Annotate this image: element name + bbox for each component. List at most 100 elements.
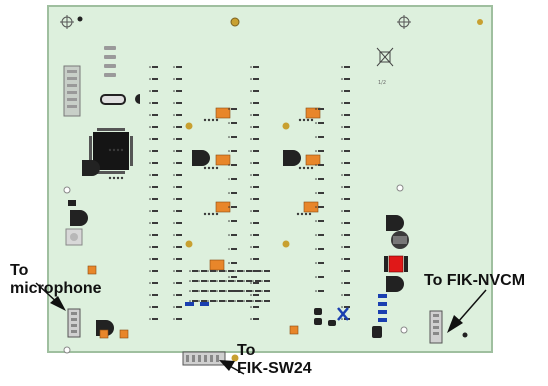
passive-component bbox=[176, 318, 182, 320]
passive-component bbox=[253, 90, 259, 92]
passive-pin bbox=[315, 164, 317, 166]
passive-component bbox=[152, 114, 158, 116]
via-dot bbox=[203, 212, 207, 216]
passive-component bbox=[176, 114, 182, 116]
passive-component bbox=[152, 90, 158, 92]
passive-component bbox=[344, 210, 350, 212]
passive-pin bbox=[250, 138, 252, 140]
blue-diode bbox=[337, 307, 349, 321]
passive-component bbox=[231, 122, 237, 124]
red-component bbox=[388, 255, 404, 273]
passive-pin bbox=[198, 290, 200, 292]
passive-component bbox=[253, 78, 259, 80]
passive-component bbox=[152, 66, 158, 68]
passive-component bbox=[152, 222, 158, 224]
passive-component bbox=[253, 222, 259, 224]
passive-pin bbox=[173, 270, 175, 272]
passive-pin bbox=[341, 162, 343, 164]
passive-pin bbox=[341, 66, 343, 68]
passive-pin bbox=[207, 300, 209, 302]
via-dot bbox=[120, 148, 124, 152]
via-dot bbox=[116, 176, 120, 180]
passive-component bbox=[152, 246, 158, 248]
passive-pin bbox=[228, 206, 230, 208]
passive-component bbox=[344, 90, 350, 92]
passive-component bbox=[264, 280, 270, 282]
passive-component bbox=[344, 138, 350, 140]
passive-pin bbox=[341, 210, 343, 212]
passive-pin bbox=[250, 258, 252, 260]
passive-component bbox=[264, 270, 270, 272]
passive-pin bbox=[173, 258, 175, 260]
gold-pad bbox=[185, 122, 290, 362]
passive-pin bbox=[315, 220, 317, 222]
passive-component bbox=[201, 290, 207, 292]
passive-pin bbox=[216, 270, 218, 272]
passive-component bbox=[152, 210, 158, 212]
passive-pin bbox=[189, 300, 191, 302]
passive-pin bbox=[173, 306, 175, 308]
passive-component bbox=[210, 280, 216, 282]
passive-pin bbox=[250, 102, 252, 104]
dark-capacitor bbox=[68, 200, 382, 338]
gold-pad-top-right bbox=[477, 19, 483, 25]
silkscreen-marking: 1/2 bbox=[378, 80, 386, 86]
passive-component bbox=[318, 220, 324, 222]
via-dot bbox=[211, 166, 215, 170]
passive-pin bbox=[250, 294, 252, 296]
passive-pin bbox=[243, 300, 245, 302]
passive-pin bbox=[341, 102, 343, 104]
passive-component bbox=[344, 234, 350, 236]
passive-component bbox=[344, 306, 350, 308]
via-dot bbox=[298, 118, 302, 122]
label-to-sw24-line1: To bbox=[237, 342, 256, 359]
passive-pin bbox=[250, 246, 252, 248]
passive-pin bbox=[250, 222, 252, 224]
passive-pin bbox=[149, 114, 151, 116]
label-to-sw24-line2: FIK-SW24 bbox=[237, 360, 312, 377]
passive-component bbox=[192, 270, 198, 272]
passive-pin bbox=[173, 186, 175, 188]
passive-pin bbox=[149, 198, 151, 200]
connector-microphone bbox=[67, 308, 81, 338]
passive-component bbox=[176, 186, 182, 188]
arrow-sw24 bbox=[219, 360, 245, 375]
passive-pin bbox=[341, 234, 343, 236]
passive-component bbox=[253, 150, 259, 152]
passive-pin bbox=[149, 306, 151, 308]
passive-component bbox=[152, 258, 158, 260]
connector-nvcm bbox=[429, 310, 443, 344]
passive-pin bbox=[216, 280, 218, 282]
passive-pin bbox=[250, 114, 252, 116]
passive-component bbox=[344, 198, 350, 200]
label-to-nvcm: To FIK-NVCM bbox=[424, 272, 525, 290]
passive-pin bbox=[173, 222, 175, 224]
passive-component bbox=[152, 150, 158, 152]
passive-pin bbox=[216, 290, 218, 292]
passive-component bbox=[201, 300, 207, 302]
passive-pin bbox=[234, 300, 236, 302]
passive-component bbox=[231, 234, 237, 236]
marker-dot bbox=[462, 332, 468, 338]
passive-pin bbox=[250, 198, 252, 200]
passive-pin bbox=[341, 318, 343, 320]
passive-pin bbox=[250, 66, 252, 68]
passive-component bbox=[253, 282, 259, 284]
passive-pin bbox=[341, 150, 343, 152]
passive-pin bbox=[341, 186, 343, 188]
passive-component bbox=[253, 174, 259, 176]
passive-pin bbox=[228, 136, 230, 138]
passive-component bbox=[176, 198, 182, 200]
passive-component bbox=[253, 126, 259, 128]
passive-component bbox=[201, 270, 207, 272]
blue-component bbox=[185, 294, 387, 322]
label-to-sw24: To FIK-SW24 bbox=[237, 342, 312, 378]
passive-component bbox=[228, 300, 234, 302]
passive-pin bbox=[250, 186, 252, 188]
via-dot bbox=[120, 176, 124, 180]
passive-component bbox=[344, 294, 350, 296]
passive-pin bbox=[173, 78, 175, 80]
passive-pin bbox=[149, 174, 151, 176]
